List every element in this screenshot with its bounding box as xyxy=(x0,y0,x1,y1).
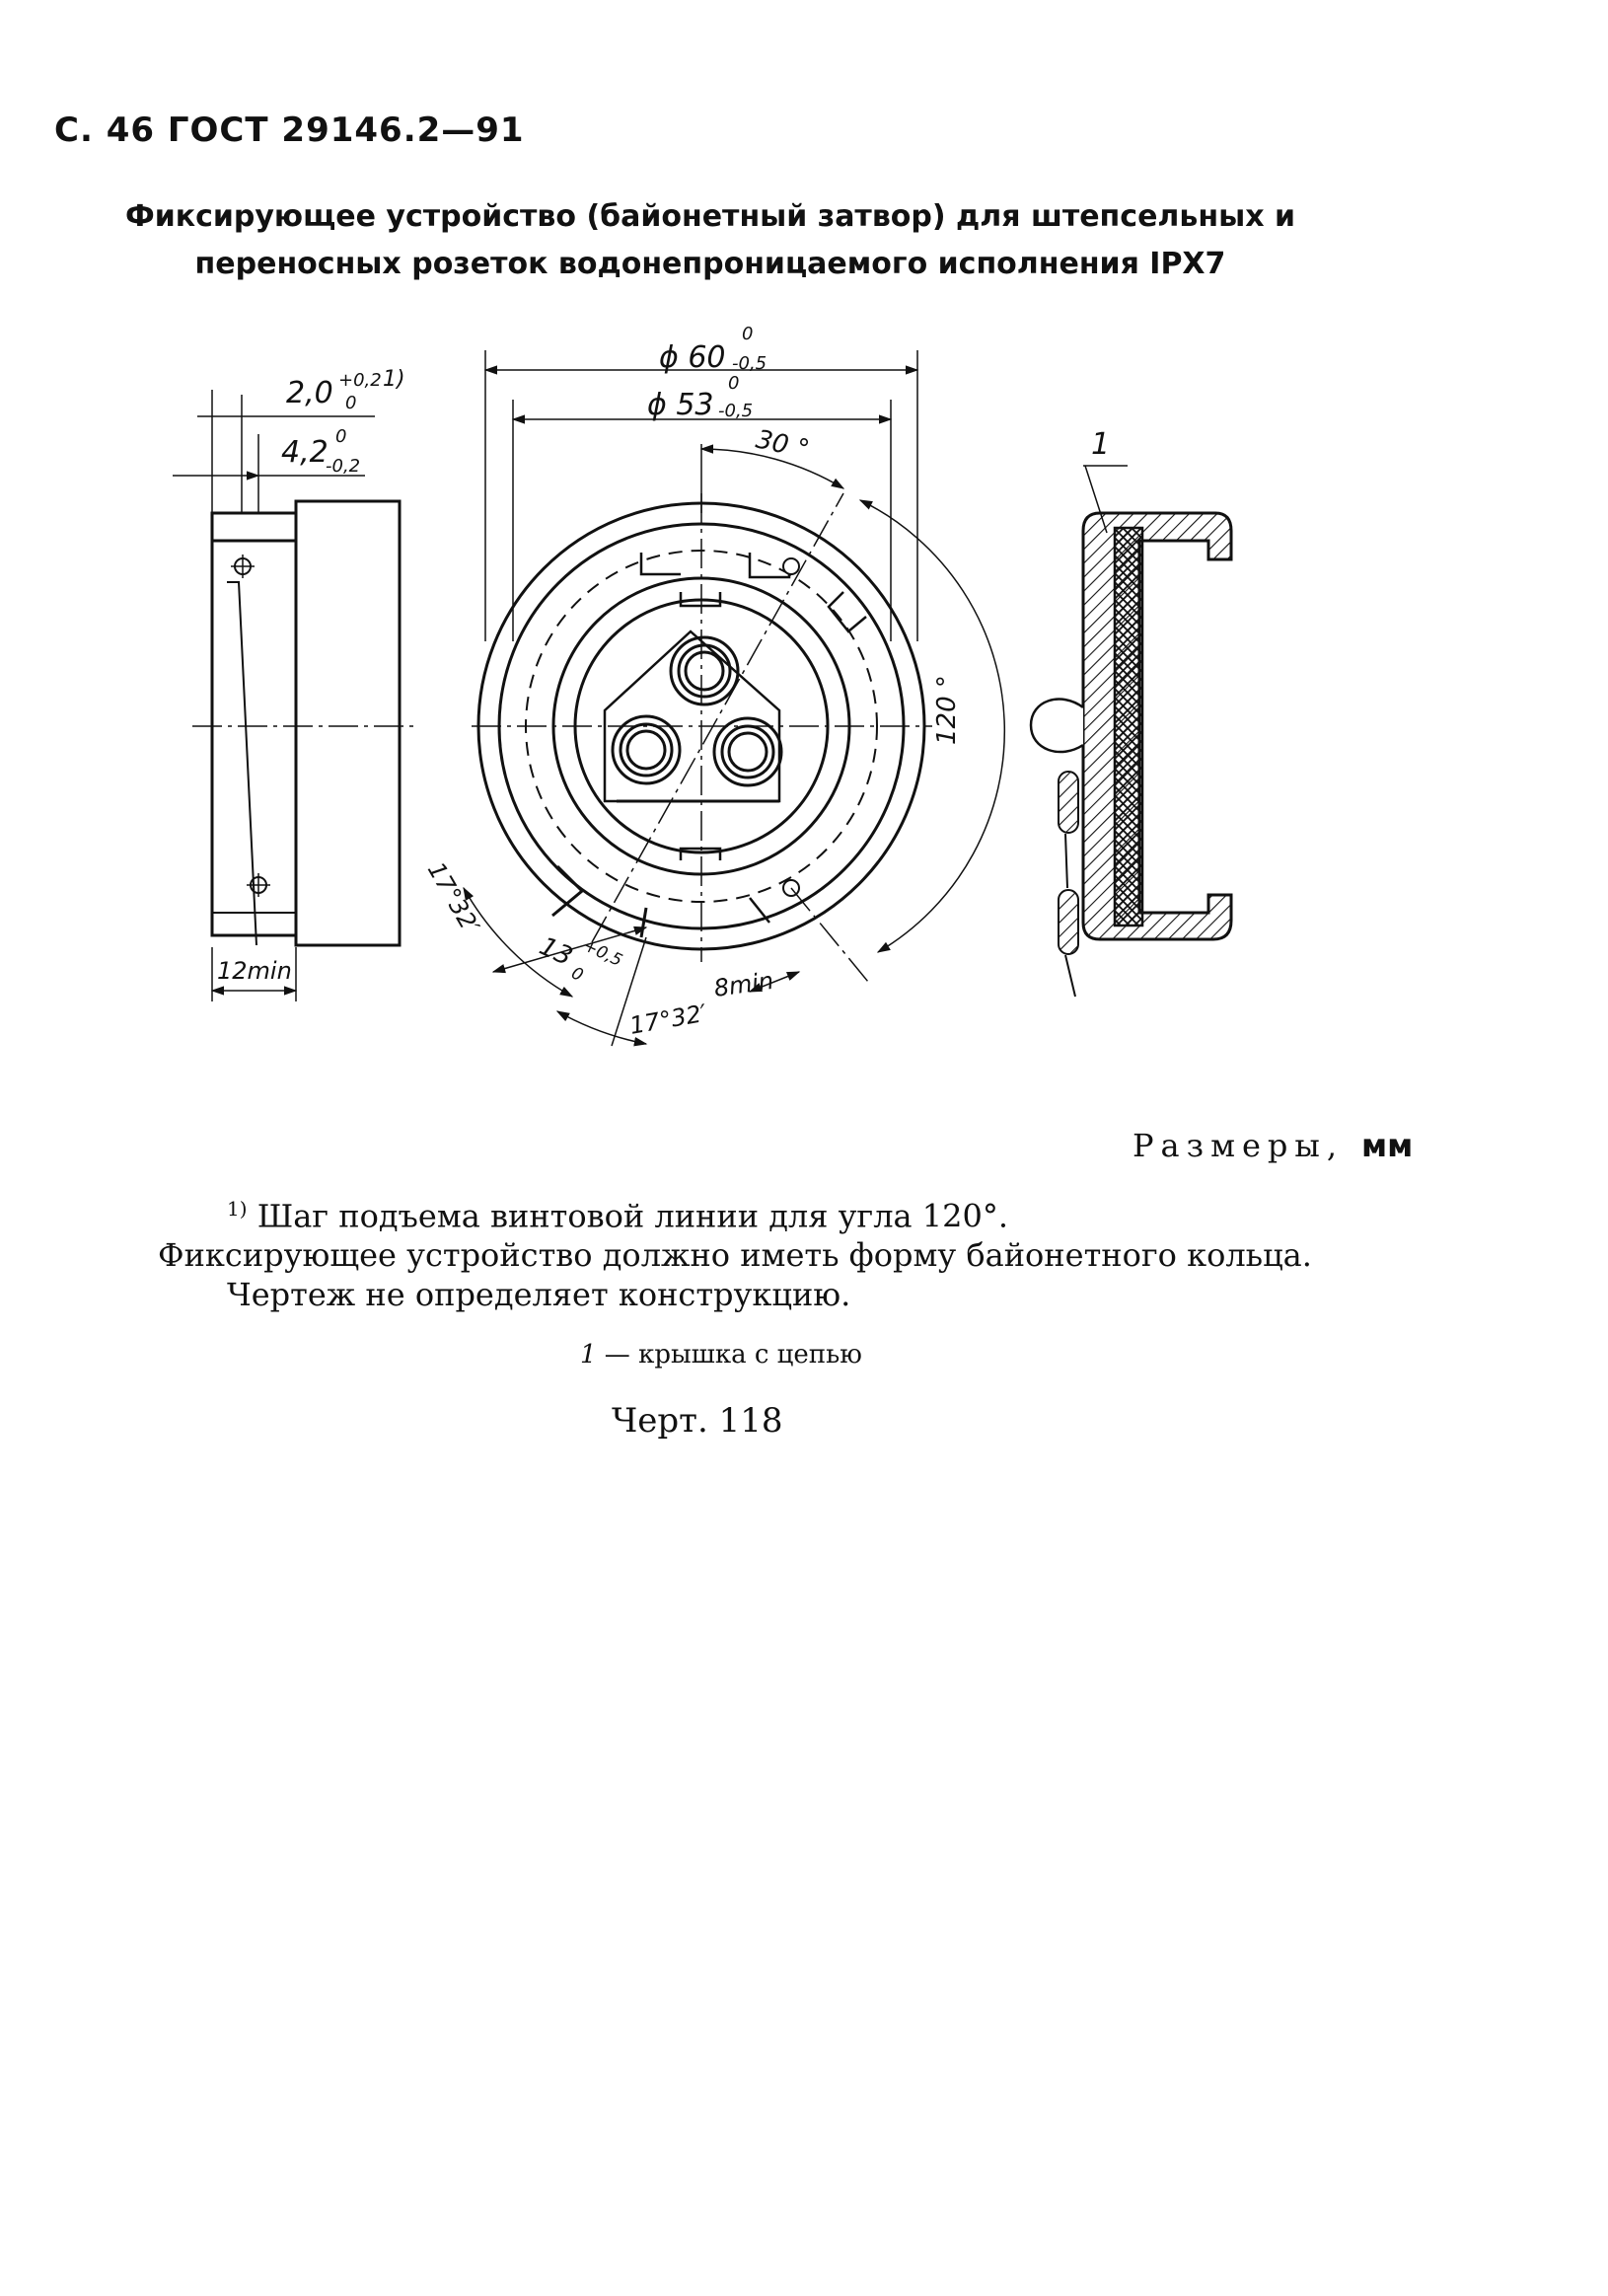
dim-12min: 12min xyxy=(217,957,292,985)
dim-angle-17-left: 17°32′ xyxy=(422,857,485,938)
dim-depth-tol-lower: -0,2 xyxy=(326,456,360,477)
technical-drawing: 2,0 +0,2 0 1) 4,2 0 -0,2 12min xyxy=(173,324,1233,1047)
dim-8min: 8min xyxy=(712,967,775,1002)
dim-diameter-53-tol-upper: 0 xyxy=(728,373,739,394)
side-view xyxy=(173,390,414,1001)
dim-step-tol-upper: +0,2 xyxy=(338,370,382,391)
page-header: С. 46 ГОСТ 29146.2—91 xyxy=(54,111,525,150)
dim-angle-17-bottom: 17°32′ xyxy=(627,1000,709,1040)
legend: 1 — крышка с цепью xyxy=(580,1340,862,1370)
dim-depth-tol-upper: 0 xyxy=(335,426,346,447)
units-note: Размеры, мм xyxy=(1133,1127,1413,1164)
figure-title-line-1: Фиксирующее устройство (байонетный затво… xyxy=(124,199,1296,234)
footnote: 1) Шаг подъема винтовой линии для угла 1… xyxy=(227,1197,1008,1235)
dim-diameter-60: ϕ 60 xyxy=(659,340,726,375)
dim-diameter-53: ϕ 53 xyxy=(647,388,714,422)
dim-angle-30: 30 ° xyxy=(754,425,812,466)
front-view-dimensions: ϕ 60 0 -0,5 ϕ 53 0 -0,5 30 ° 120 ° 17°32… xyxy=(422,324,962,1040)
dim-step: 2,0 xyxy=(286,376,333,410)
footnote-mark: 1) xyxy=(227,1197,248,1221)
dim-slot-13: 13 xyxy=(535,931,577,972)
side-view-dimensions: 2,0 +0,2 0 1) 4,2 0 -0,2 12min xyxy=(217,367,405,985)
figure-title-line-2: переносных розеток водонепроницаемого ис… xyxy=(194,247,1226,281)
dim-diameter-60-tol-upper: 0 xyxy=(742,324,753,344)
dim-angle-120: 120 ° xyxy=(932,675,962,745)
note-design-disclaimer: Чертеж не определяет конструкцию. xyxy=(227,1276,851,1313)
front-view xyxy=(463,350,1006,1047)
legend-text: — крышка с цепью xyxy=(596,1340,862,1370)
dim-depth: 4,2 xyxy=(281,435,329,470)
note-bayonet-ring: Фиксирующее устройство должно иметь форм… xyxy=(158,1236,1312,1274)
dim-slot-13-tol-upper: +0,5 xyxy=(580,935,625,971)
figure-label: Черт. 118 xyxy=(612,1401,783,1441)
units-label: Размеры, xyxy=(1133,1127,1345,1164)
section-view xyxy=(1029,465,1233,998)
dim-diameter-53-tol-lower: -0,5 xyxy=(718,401,753,421)
dim-diameter-60-tol-lower: -0,5 xyxy=(732,353,767,374)
footnote-text: Шаг подъема винтовой линии для угла 120°… xyxy=(247,1197,1009,1235)
dim-step-footnote: 1) xyxy=(383,367,405,392)
legend-number: 1 xyxy=(580,1340,597,1370)
callout-1: 1 xyxy=(1091,427,1110,462)
dim-slot-13-tol-lower: 0 xyxy=(568,963,586,986)
units-value: мм xyxy=(1361,1127,1414,1164)
dim-step-tol-lower: 0 xyxy=(345,393,356,413)
